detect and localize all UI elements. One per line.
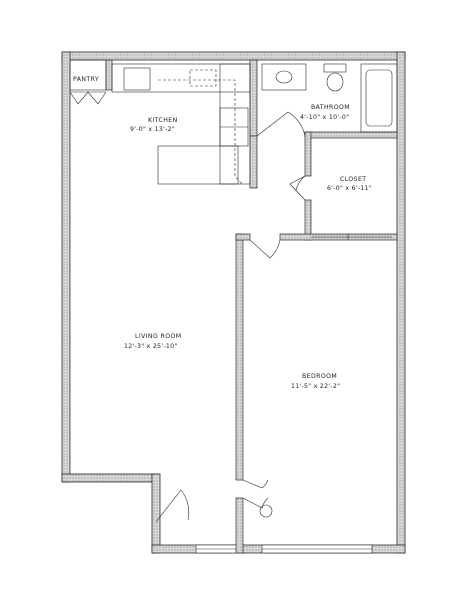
pantry: PANTRY: [69, 59, 107, 105]
wall-right: [396, 51, 406, 554]
closet-opening: [311, 234, 392, 240]
wall-left: [61, 51, 71, 483]
closet-door[interactable]: [289, 175, 306, 201]
wall-bath-bottom: [304, 131, 398, 139]
wall-left-bottom: [61, 473, 157, 483]
kitchen-sink: [189, 69, 217, 87]
wall-closet-left: [304, 131, 312, 177]
bedroom-label: BEDROOM: [302, 373, 337, 380]
living-room-label: LIVING ROOM: [135, 333, 182, 340]
pantry-door[interactable]: [69, 91, 107, 105]
living-room-dimensions: 12'-3" x 25'-10": [124, 343, 178, 350]
kitchen-dimensions: 9'-0" x 13'-2": [130, 126, 175, 133]
bathtub-basin: [365, 69, 393, 127]
wall-bath-left-lower: [249, 135, 258, 189]
bathroom-door[interactable]: [256, 111, 306, 137]
pantry-shelf: [69, 59, 107, 91]
kitchen: [111, 63, 251, 185]
bathroom-label: BATHROOM: [311, 104, 350, 111]
wall-bath-left: [249, 59, 258, 137]
wall-top: [61, 51, 406, 61]
kitchen-peninsula: [157, 145, 239, 185]
closet-label: CLOSET: [340, 176, 366, 183]
bedroom-entry-door[interactable]: [249, 239, 281, 259]
toilet-bowl: [326, 72, 344, 92]
entry-door[interactable]: [155, 489, 190, 523]
wall-living-bedroom-lower: [235, 497, 244, 554]
bedroom-dimensions: 11'-5" x 22'-2": [291, 383, 340, 390]
wall-bump-vertical: [151, 473, 161, 554]
bedroom-closet-door[interactable]: [242, 479, 273, 518]
bathroom-sink: [275, 70, 293, 84]
bathroom: [261, 63, 398, 133]
wall-bedroom-door-stub: [235, 233, 251, 241]
wall-living-bedroom: [235, 233, 244, 481]
toilet-tank: [323, 63, 347, 73]
bathroom-dimensions: 4'-10" x 10'-0": [300, 114, 349, 121]
vanity: [261, 63, 307, 91]
bottom-windows: [195, 544, 373, 554]
closet-dimensions: 6'-0" x 6'-11": [327, 185, 372, 192]
stove: [123, 67, 151, 91]
kitchen-label: KITCHEN: [148, 117, 178, 124]
pantry-label: PANTRY: [73, 76, 99, 83]
bathtub: [360, 63, 398, 133]
wall-pantry-right: [105, 59, 113, 91]
dashed-cabinet-line: [158, 79, 243, 185]
